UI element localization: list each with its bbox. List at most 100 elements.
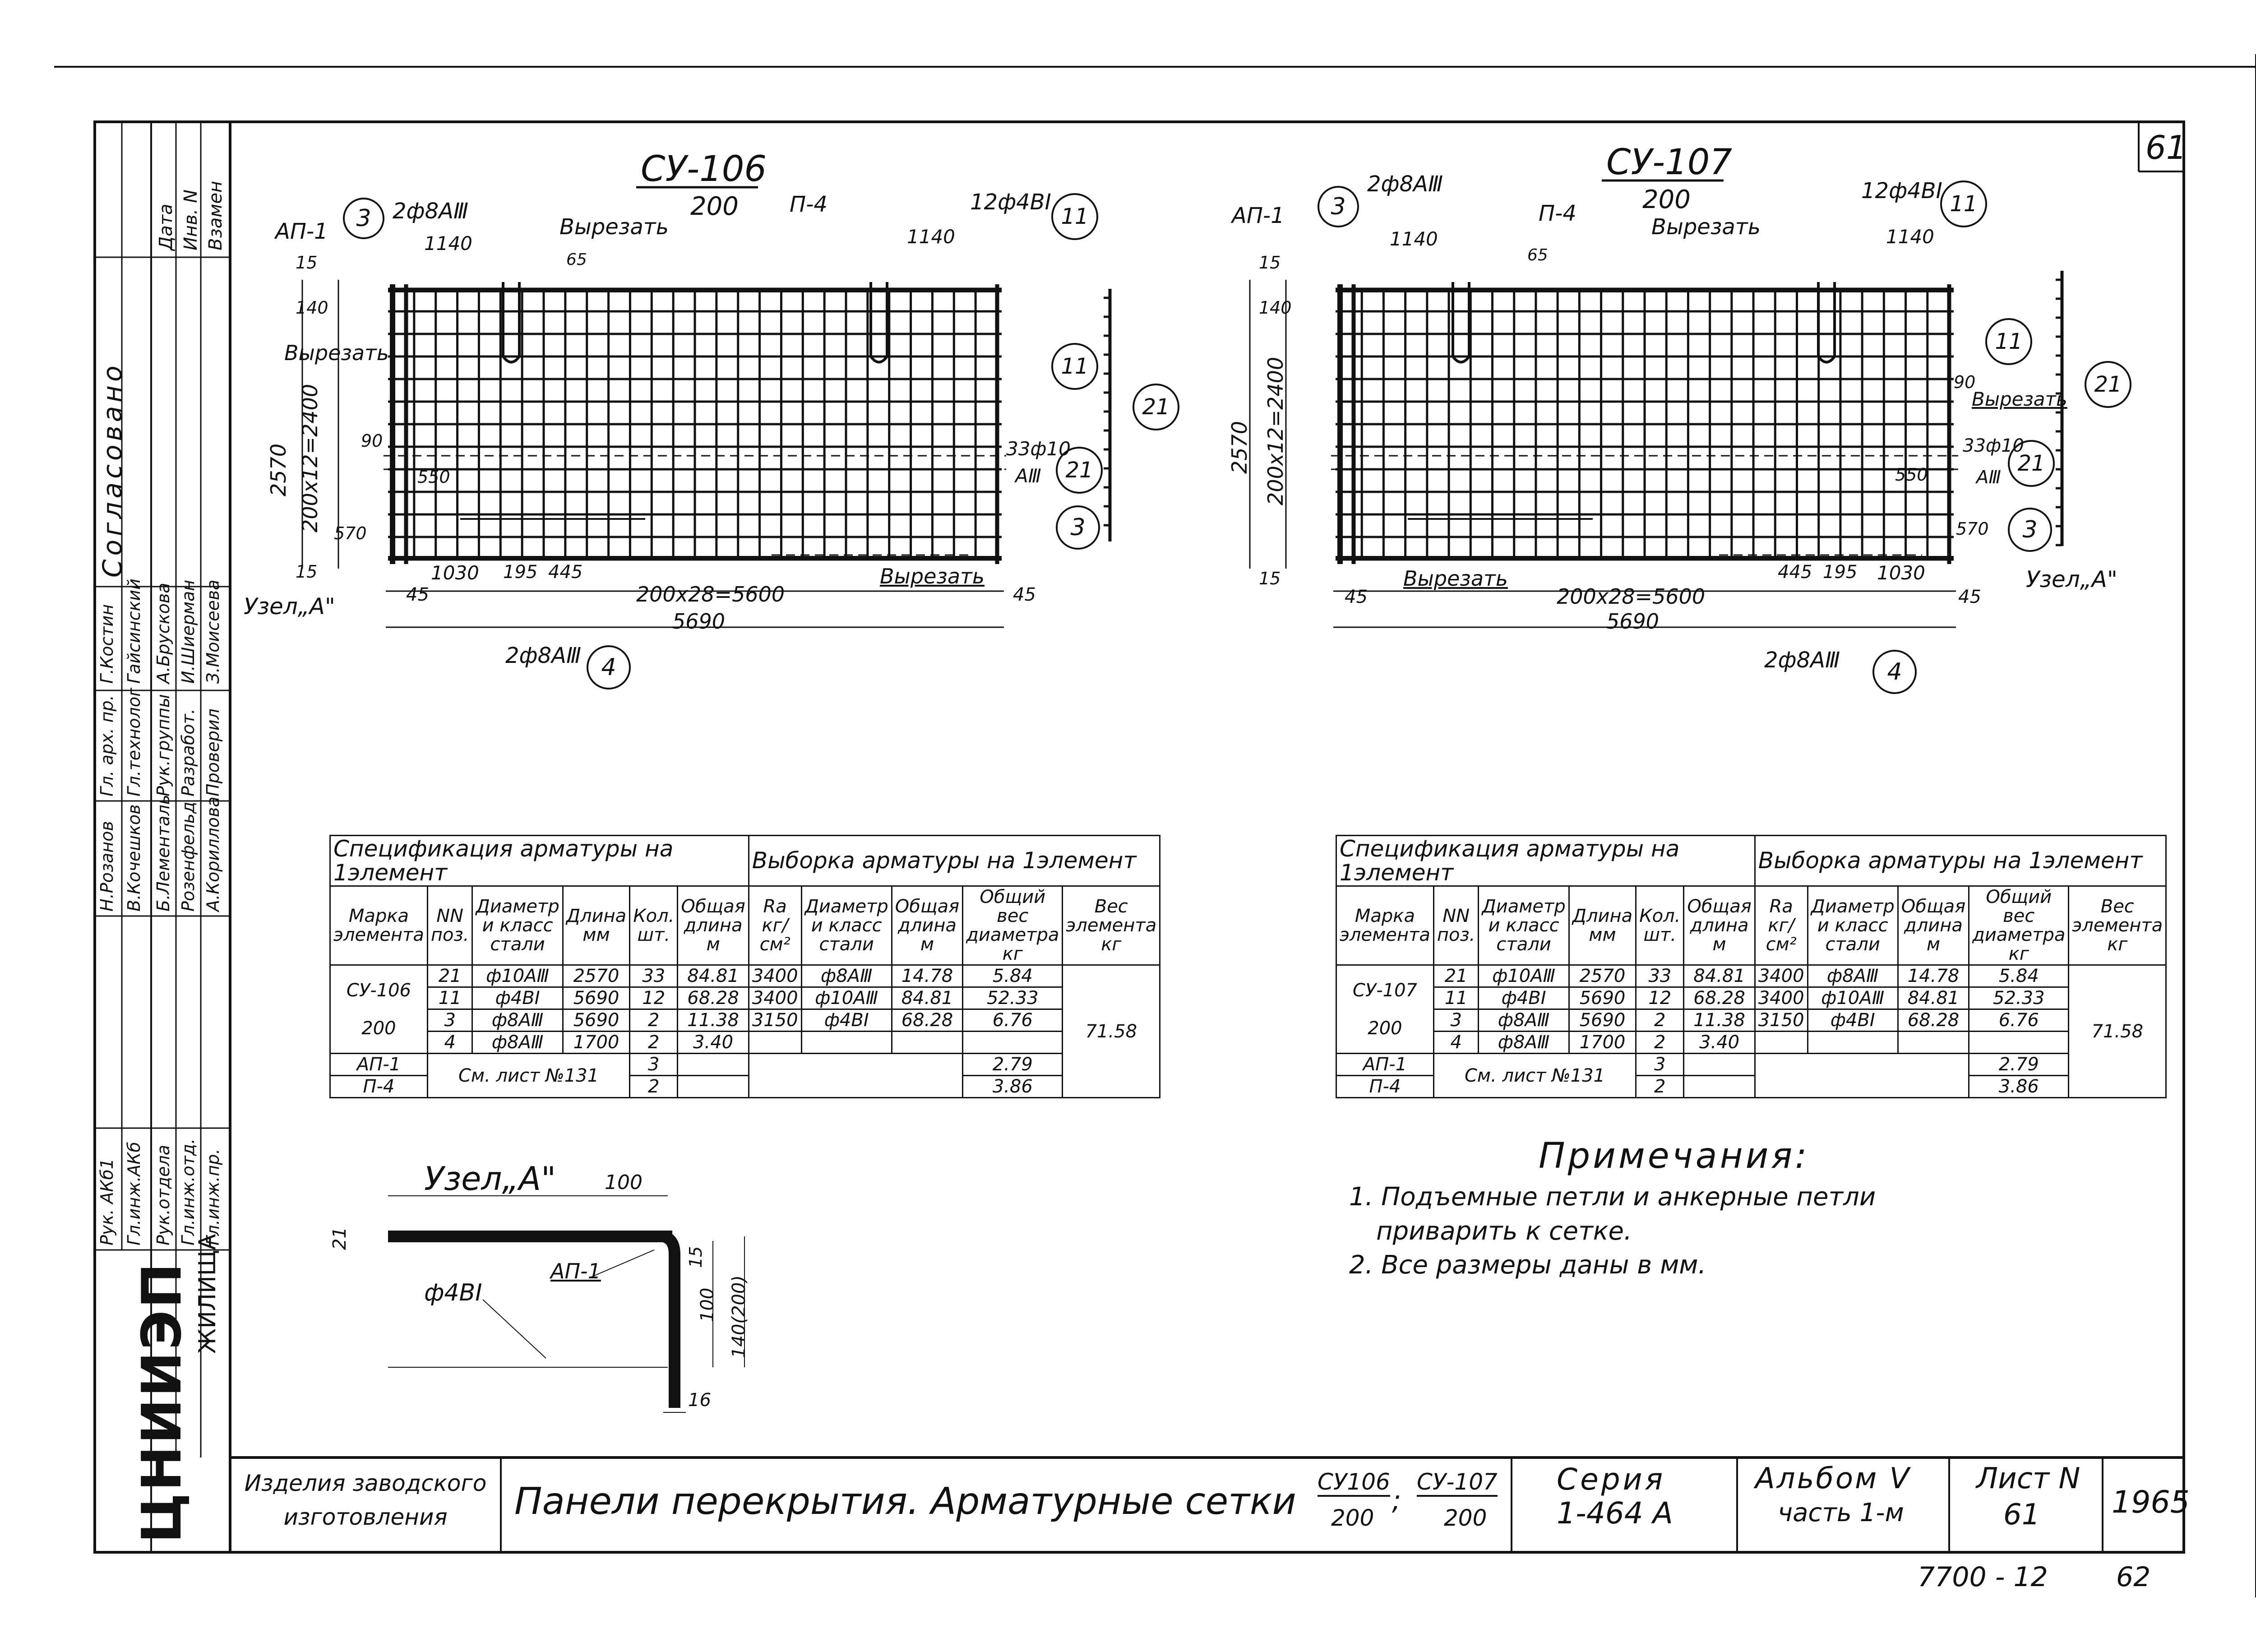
col-header: Общая длина м: [677, 885, 749, 966]
col-header: Диаметр и класс стали: [800, 885, 892, 966]
notes: Примечания: 1. Подъемные петли и анкерны…: [1349, 1133, 2026, 1282]
dim-100a: 100: [605, 1171, 643, 1194]
col-header: Ra кг/см²: [748, 885, 802, 966]
col-header: Диаметр и класс стали: [1807, 885, 1899, 966]
dim-45b: 45: [1958, 587, 1981, 607]
dim-100b: 100: [697, 1287, 718, 1322]
col-header: Диаметр и класс стали: [472, 885, 564, 966]
callout-11-text: 11: [1950, 191, 1978, 217]
role: Рук.группы: [153, 694, 173, 796]
total-weight: 71.58: [2068, 964, 2167, 1098]
corner-sheet-number: 61: [2145, 129, 2187, 167]
col-header: Общая длина м: [1683, 885, 1756, 966]
dim-15b: 15: [296, 562, 318, 582]
dim-grid-horizontal: 200x28=5600: [636, 582, 785, 606]
callout-21: 21: [2008, 440, 2055, 487]
see-sheet-note: См. лист №131: [426, 1053, 631, 1098]
callout-11: 11: [1940, 180, 1987, 227]
table-row: П-4 2 3.86: [1336, 1075, 2166, 1098]
label-ap1: АП-1: [550, 1259, 601, 1283]
spec-table-su107: Спецификация арматуры на 1элемент Выборк…: [1336, 835, 2167, 1098]
label-cut-3: Вырезать: [880, 564, 985, 588]
dim-15a: 15: [296, 253, 318, 273]
label-p4: П-4: [790, 192, 828, 217]
dim-21: 21: [329, 1227, 350, 1250]
callout-11: 11: [1051, 343, 1098, 390]
category: Изделия заводского изготовления: [244, 1470, 487, 1530]
name: В.Кочешков: [124, 804, 144, 912]
inner-frame: [93, 120, 2185, 1554]
frac2-num: СУ-107: [1417, 1469, 1498, 1497]
name: Розенфельд: [178, 801, 198, 912]
name: Г.Костин: [97, 604, 117, 684]
dim-45b: 45: [1013, 584, 1036, 605]
dim-45a: 45: [406, 584, 429, 605]
series-value: 1-464 А: [1557, 1496, 1673, 1531]
mesh-su107: [1249, 271, 2064, 628]
dim-1030: 1030: [1877, 562, 1925, 584]
col-header: Ra кг/см²: [1754, 885, 1808, 966]
drawing-subtitle: 200: [690, 192, 739, 221]
role: Гл.технолог: [124, 687, 144, 796]
label-bar: ф4ВⅠ: [424, 1279, 482, 1306]
col-header: Длина мм: [1568, 885, 1637, 966]
col-header: Общий вес диаметра кг: [962, 885, 1063, 966]
dim-65: 65: [566, 250, 587, 269]
sheet-title: Панели перекрытия. Арматурные сетки: [514, 1480, 1296, 1523]
dim-15a: 15: [1259, 253, 1281, 273]
see-sheet-note: См. лист №131: [1433, 1053, 1637, 1098]
callout-11-text: 11: [1061, 354, 1089, 379]
callout-4-text: 4: [1887, 658, 1902, 685]
role: Гл.инж.отд.: [178, 1138, 198, 1245]
callout-21-text: 21: [1142, 394, 1170, 420]
table-row: АП-1 См. лист №131 3 2.79: [1336, 1053, 2166, 1098]
label-node: Узел„А": [244, 593, 335, 620]
dim-195: 195: [1823, 562, 1858, 583]
series-label: Серия: [1557, 1462, 1666, 1497]
col-header: NN поз.: [1433, 885, 1479, 966]
name: З.Моисеева: [203, 579, 223, 684]
role: Проверил: [203, 708, 223, 796]
label-cut-1: Вырезать: [1651, 214, 1761, 240]
table-row: АП-1 См. лист №131 3 2.79: [329, 1053, 1160, 1098]
callout-3-text: 3: [356, 205, 371, 232]
org-logo: ЦНИИЭП: [131, 1261, 194, 1543]
frac1-den: 200: [1331, 1505, 1374, 1531]
callout-11-text: 11: [1061, 204, 1089, 229]
org-subtitle: ЖИЛИЩА: [194, 1234, 221, 1354]
spec-group-2: Выборка арматуры на 1элемент: [1754, 835, 2167, 887]
name: Б.Лементаль: [153, 794, 173, 912]
dim-570: 570: [1956, 519, 1989, 539]
role: Гл.инж.АКб: [124, 1142, 144, 1245]
label-right-bar-class: АⅢ: [1976, 467, 2001, 488]
name: А.Брускова: [153, 583, 173, 684]
dim-195: 195: [503, 562, 538, 583]
callout-3: 3: [1318, 186, 1359, 227]
name: Н.Розанов: [97, 821, 117, 912]
label-cut-2: Вырезать: [284, 341, 389, 365]
frac2-den: 200: [1444, 1505, 1487, 1531]
label-bottom-bar: 2ф8АⅢ: [1764, 648, 1840, 673]
dim-2570: 2570: [1227, 421, 1252, 474]
frac-sep: ;: [1392, 1485, 1401, 1516]
album-label: Альбом Ⅴ: [1755, 1462, 1911, 1495]
name: А.Кориллова: [203, 796, 223, 912]
agreed-label: Согласовано: [97, 362, 128, 578]
drawing-title: СУ-106: [641, 149, 767, 190]
role: Гл. арх. пр.: [97, 695, 117, 796]
dim-5690: 5690: [672, 609, 726, 634]
col-header: Общая длина м: [891, 885, 964, 966]
label-top-right-bar: 12ф4ВⅠ: [1861, 178, 1942, 204]
role: Рук.отдела: [153, 1144, 173, 1245]
label-top-right-bar: 12ф4ВⅠ: [970, 190, 1051, 215]
callout-11: 11: [1051, 193, 1098, 240]
dim-15: 15: [686, 1246, 706, 1268]
callout-21-text: 21: [2094, 372, 2122, 397]
callout-4-text: 4: [601, 654, 616, 681]
label-ap1: АП-1: [275, 219, 328, 244]
label-top-left-bar: 2ф8АⅢ: [1367, 171, 1443, 197]
